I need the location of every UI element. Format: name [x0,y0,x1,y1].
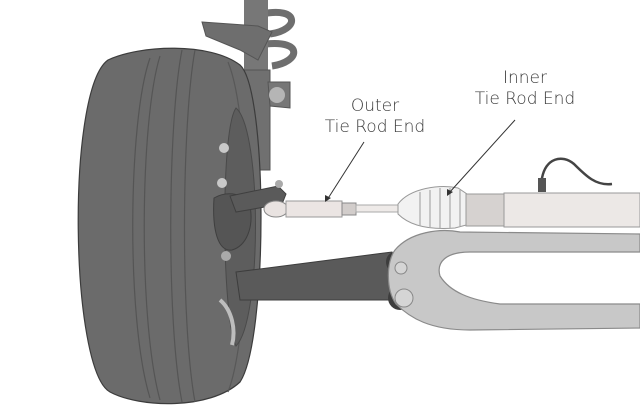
outer-tie-rod-end-label: Outer Tie Rod End [300,96,450,138]
inner-label-line1: Inner [502,68,547,88]
subframe [387,229,640,331]
outer-label-line2: Tie Rod End [324,117,426,137]
inner-arrowhead [447,189,453,196]
strut [201,0,291,171]
leader-lines [325,119,516,202]
tie-rod-assembly [263,157,640,229]
inner-tie-rod-end-label: Inner Tie Rod End [455,68,595,110]
outer-arrowhead [325,195,331,202]
outer-leader-line [326,141,365,201]
inner-leader-line [448,119,516,194]
coil-spring [261,9,298,70]
lower-control-arm [235,251,412,310]
outer-label-line1: Outer [350,96,400,116]
tire [77,47,262,405]
inner-label-line2: Tie Rod End [474,89,576,109]
